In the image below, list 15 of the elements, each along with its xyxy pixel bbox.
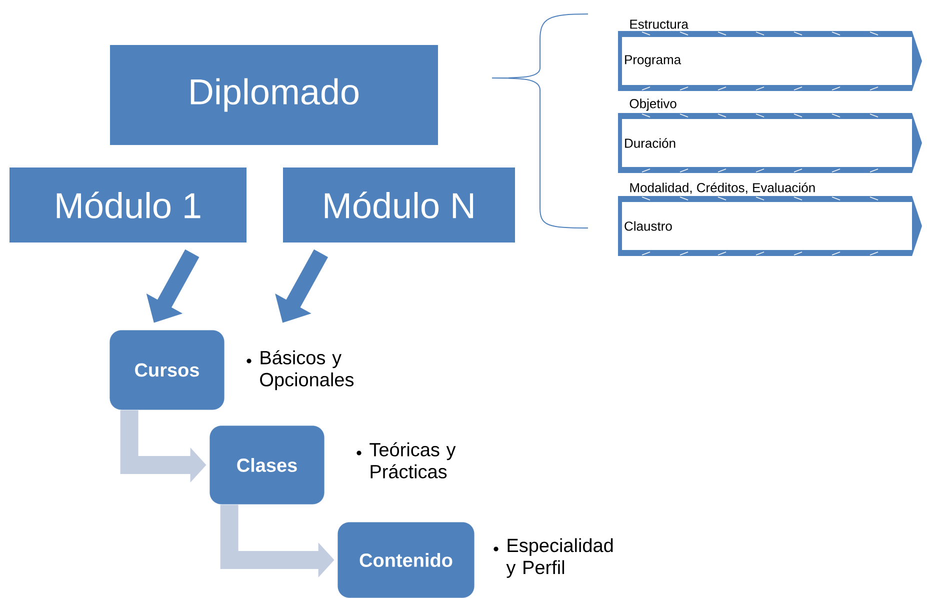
bullet-text: Teóricas y Prácticas (370, 442, 456, 478)
title-box: Diplomado (110, 45, 438, 145)
bullet-text: Especialidad y Perfil (506, 538, 613, 578)
rounded-box: Clases (209, 425, 325, 505)
title-box: Módulo 1 (10, 168, 246, 242)
rounded-box: Contenido (337, 522, 475, 598)
section-heading: Estructura (630, 20, 688, 29)
section-heading: Modalidad, Créditos, Evaluación (630, 182, 815, 194)
title-box: Módulo N (283, 168, 515, 242)
ribbon-box: Programa (618, 31, 922, 91)
section-heading: Objetivo (630, 98, 676, 111)
bullet-text: Básicos y Opcionales (260, 350, 354, 390)
ribbon-box: Duración (618, 113, 922, 173)
rounded-box: Cursos (109, 330, 225, 410)
ribbon-box: Claustro (618, 196, 922, 256)
